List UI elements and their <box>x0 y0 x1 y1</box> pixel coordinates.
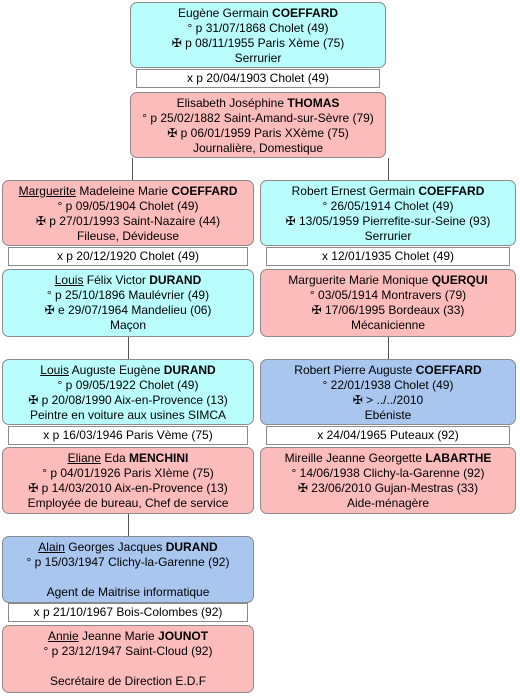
birth-info: ° p 31/07/1868 Cholet (49) <box>187 21 329 35</box>
person-name: Robert Ernest Germain COEFFARD <box>291 184 485 198</box>
marriage-label: x 12/01/1935 Cholet (49) <box>266 247 510 266</box>
occupation: Peintre en voiture aux usines SIMCA <box>29 408 227 422</box>
death-info: ✠ 17/06/1995 Bordeaux (33) <box>311 303 465 317</box>
occupation: Agent de Maitrise informatique <box>46 585 210 599</box>
birth-info: ° p 15/03/1947 Clichy-la-Garenne (92) <box>26 555 230 569</box>
person-card-robert-ernest-coeffard[interactable]: Robert Ernest Germain COEFFARD ° 26/05/1… <box>260 180 516 246</box>
occupation: Aide-ménagère <box>346 496 430 510</box>
marriage-label: x p 20/04/1903 Cholet (49) <box>136 69 380 88</box>
person-card-alain-durand[interactable]: Alain Georges Jacques DURAND ° p 15/03/1… <box>2 536 254 603</box>
person-name: Marguerite Madeleine Marie COEFFARD <box>18 184 238 198</box>
marriage-label: x p 20/12/1920 Cholet (49) <box>8 247 248 266</box>
person-card-mireille-labarthe[interactable]: Mireille Jeanne Georgette LABARTHE ° 14/… <box>260 447 516 514</box>
death-info: ✠ p 08/11/1955 Paris Xème (75) <box>171 36 345 50</box>
birth-info: ° 14/06/1938 Clichy-la-Garenne (92) <box>291 466 485 480</box>
connector-gen3-gen4 <box>128 514 129 536</box>
person-card-louis-felix-durand[interactable]: Louis Félix Victor DURAND ° p 25/10/1896… <box>2 269 254 337</box>
person-card-annie-jounot[interactable]: Annie Jeanne Marie JOUNOT ° p 23/12/1947… <box>2 625 254 693</box>
occupation: Journalière, Domestique <box>192 141 324 155</box>
person-card-marguerite-coeffard[interactable]: Marguerite Madeleine Marie COEFFARD ° p … <box>2 180 254 246</box>
occupation: Maçon <box>109 318 147 332</box>
blank-line <box>3 659 253 674</box>
person-card-louis-auguste-durand[interactable]: Louis Auguste Eugène DURAND ° p 09/05/19… <box>2 359 254 425</box>
occupation: Mécanicienne <box>350 318 426 332</box>
death-info: ✠ p 14/03/2010 Aix-en-Provence (13) <box>28 481 228 495</box>
birth-info: ° p 04/01/1926 Paris XIème (75) <box>42 466 214 480</box>
occupation: Ebéniste <box>364 408 412 422</box>
connector-gen1-left <box>132 158 133 180</box>
death-info: ✠ > ../../2010 <box>352 393 424 407</box>
connector-gen1-right <box>388 158 389 180</box>
death-info: ✠ p 27/01/1993 Saint-Nazaire (44) <box>35 214 221 228</box>
death-info: ✠ e 29/07/1964 Mandelieu (06) <box>44 303 212 317</box>
birth-info: ° p 23/12/1947 Saint-Cloud (92) <box>43 644 213 658</box>
death-info: ✠ p 20/08/1990 Aix-en-Provence (13) <box>28 393 228 407</box>
birth-info: ° p 25/02/1882 Saint-Amand-sur-Sèvre (79… <box>142 111 374 125</box>
person-card-eliane-menchini[interactable]: Eliane Eda MENCHINI ° p 04/01/1926 Paris… <box>2 447 254 514</box>
person-card-robert-pierre-coeffard[interactable]: Robert Pierre Auguste COEFFARD ° 22/01/1… <box>260 359 516 425</box>
marriage-label: x p 16/03/1946 Paris Vème (75) <box>8 426 248 445</box>
person-name: Robert Pierre Auguste COEFFARD <box>294 363 482 377</box>
death-info: ✠ 13/05/1959 Pierrefite-sur-Seine (93) <box>285 214 491 228</box>
occupation: Serrurier <box>364 229 412 243</box>
occupation: Secrétaire de Direction E.D.F <box>49 674 207 688</box>
person-name: Louis Auguste Eugène DURAND <box>40 363 216 377</box>
death-info: ✠ 23/06/2010 Gujan-Mestras (33) <box>297 481 479 495</box>
marriage-label: x p 21/10/1967 Bois-Colombes (92) <box>8 603 248 622</box>
person-card-marguerite-querqui[interactable]: Marguerite Marie Monique QUERQUI ° 03/05… <box>260 269 516 337</box>
person-card-eugene-coeffard[interactable]: Eugène Germain COEFFARD ° p 31/07/1868 C… <box>130 2 386 68</box>
blank-line <box>3 570 253 585</box>
person-name: Annie Jeanne Marie JOUNOT <box>47 629 209 643</box>
death-info: ✠ p 06/01/1959 Paris XXème (75) <box>167 126 349 140</box>
birth-info: ° 03/05/1914 Montravers (79) <box>309 288 467 302</box>
person-card-elisabeth-thomas[interactable]: Elisabeth Joséphine THOMAS ° p 25/02/188… <box>130 92 386 158</box>
birth-info: ° p 09/05/1904 Cholet (49) <box>57 199 199 213</box>
birth-info: ° 22/01/1938 Cholet (49) <box>322 378 454 392</box>
birth-info: ° p 09/05/1922 Cholet (49) <box>57 378 199 392</box>
birth-info: ° p 25/10/1896 Maulévrier (49) <box>46 288 210 302</box>
person-name: Alain Georges Jacques DURAND <box>38 540 218 554</box>
marriage-label: x 24/04/1965 Puteaux (92) <box>266 426 510 445</box>
occupation: Fileuse, Dévideuse <box>76 229 180 243</box>
person-name: Eugène Germain COEFFARD <box>177 6 339 20</box>
person-name: Marguerite Marie Monique QUERQUI <box>288 273 488 287</box>
connector-gen2-right-gen3-right <box>388 337 389 359</box>
person-name: Eliane Eda MENCHINI <box>67 451 189 465</box>
occupation: Serrurier <box>234 51 282 65</box>
person-name: Louis Félix Victor DURAND <box>54 273 202 287</box>
occupation: Employée de bureau, Chef de service <box>27 496 229 510</box>
birth-info: ° 26/05/1914 Cholet (49) <box>322 199 454 213</box>
person-name: Mireille Jeanne Georgette LABARTHE <box>284 451 492 465</box>
connector-gen2-gen3 <box>128 337 129 359</box>
person-name: Elisabeth Joséphine THOMAS <box>176 96 340 110</box>
